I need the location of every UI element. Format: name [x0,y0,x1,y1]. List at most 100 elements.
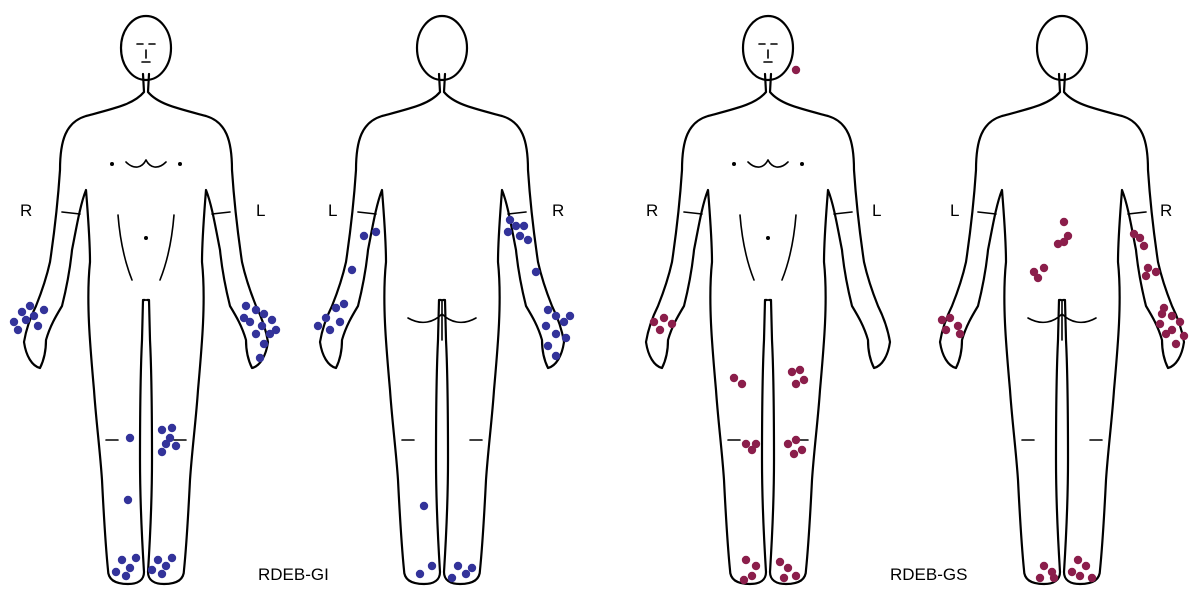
front-right-label: R [646,201,658,220]
lesion-dot [268,316,276,324]
lesion-dot [516,232,524,240]
lesion-dot [784,564,792,572]
lesion-dot [1088,574,1096,582]
back-right-label: R [1160,201,1172,220]
lesion-dot [148,566,156,574]
lesion-dot [462,570,470,578]
lesion-dot [552,352,560,360]
lesion-dot [504,228,512,236]
back-right-label: R [552,201,564,220]
lesion-dot [752,440,760,448]
lesion-dot [1060,218,1068,226]
front-figure [646,16,890,584]
lesion-dot [800,376,808,384]
lesion-dot [1144,264,1152,272]
lesion-dot [660,314,668,322]
lesion-dot [1168,312,1176,320]
lesion-dot [154,556,162,564]
lesion-dot [454,562,462,570]
lesion-dot [1162,330,1170,338]
lesion-dot [448,574,456,582]
lesion-dot [792,436,800,444]
lesion-dot [158,570,166,578]
lesion-dot [938,316,946,324]
lesion-dot [532,268,540,276]
lesion-dot [34,322,42,330]
lesion-dot [256,354,264,362]
lesion-dot [340,300,348,308]
lesion-dot [126,564,134,572]
lesion-dot [360,232,368,240]
lesion-dot [650,318,658,326]
lesion-dot [336,318,344,326]
lesion-dot [792,572,800,580]
lesion-dot [1034,274,1042,282]
lesion-dot [1074,556,1082,564]
lesion-dot [132,554,140,562]
lesion-dot [1068,568,1076,576]
lesion-dot [158,426,166,434]
lesion-dot [1152,268,1160,276]
lesion-dot [1040,562,1048,570]
group-label: RDEB-GI [258,565,329,584]
lesion-dot [30,312,38,320]
lesion-dot [416,570,424,578]
lesion-dot [1180,332,1188,340]
front-left-label: L [256,201,265,220]
lesion-dot [562,334,570,342]
lesion-dot [240,314,248,322]
lesion-dot [742,556,750,564]
lesion-dot [1050,574,1058,582]
lesion-dot [552,330,560,338]
lesion-dot [122,572,130,580]
lesion-dot [252,306,260,314]
lesion-dot [656,326,664,334]
lesion-dot [118,556,126,564]
lesion-dot [40,306,48,314]
lesion-dot [332,304,340,312]
lesion-dot [260,310,268,318]
lesion-dot [1136,234,1144,242]
lesion-dot [242,302,250,310]
group-label: RDEB-GS [890,565,967,584]
lesion-dot [168,424,176,432]
lesion-dot [544,306,552,314]
lesion-dot [506,216,514,224]
lesion-dot [428,562,436,570]
lesion-dot [792,66,800,74]
back-left-label: L [950,201,959,220]
lesion-dot [942,326,950,334]
back-figure [320,16,564,584]
lesion-dot [468,564,476,572]
lesion-dot [326,326,334,334]
lesion-dot [752,562,760,570]
lesion-dot [738,380,746,388]
lesion-dot [954,322,962,330]
lesion-dot [1082,562,1090,570]
lesion-dot [784,440,792,448]
lesion-dot [1060,238,1068,246]
lesion-dot [1140,242,1148,250]
lesion-dot [552,312,560,320]
lesion-dot [788,368,796,376]
lesion-dot [742,440,750,448]
lesion-dot [740,576,748,584]
lesion-dot [668,320,676,328]
lesion-dot [544,342,552,350]
front-right-label: R [20,201,32,220]
front-figure [24,16,268,584]
lesion-dot [748,572,756,580]
lesion-dot [372,228,380,236]
front-left-label: L [872,201,881,220]
lesion-dot [956,330,964,338]
lesion-dot [790,450,798,458]
lesion-dot [520,222,528,230]
lesion-dot [1142,272,1150,280]
lesion-dots [650,66,1188,584]
lesion-dot [566,312,574,320]
lesion-dot [946,314,954,322]
lesion-dot [112,568,120,576]
lesion-dot [542,322,550,330]
lesion-dot [798,446,806,454]
lesion-dot [792,380,800,388]
